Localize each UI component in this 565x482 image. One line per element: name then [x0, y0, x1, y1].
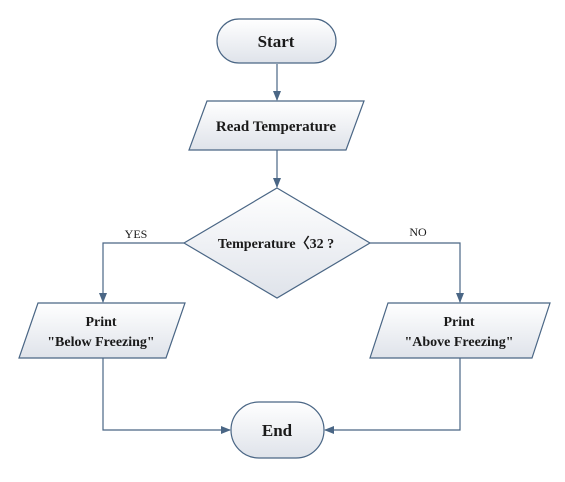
end-label: End [262, 421, 293, 440]
no-label: NO [409, 225, 427, 239]
print-above-line1: Print [443, 315, 474, 330]
start-node: Start [216, 18, 337, 64]
read-temperature-shape [188, 100, 365, 151]
edge-above-to-end [324, 358, 461, 434]
read-temperature-label: Read Temperature [216, 119, 336, 135]
start-terminator-shape [216, 18, 337, 64]
edge-decision-no [370, 242, 464, 303]
end-terminator-shape [230, 401, 325, 459]
edge-decision-yes [99, 242, 184, 303]
print-below-line1: Print [85, 315, 116, 330]
end-node: End [230, 401, 325, 459]
print-above-freezing-shape [369, 302, 551, 359]
print-below-line2: "Below Freezing" [47, 335, 154, 350]
yes-label: YES [125, 227, 148, 241]
decision-label: Temperature〈32 ? [218, 236, 334, 252]
read-temperature-node: Read Temperature [188, 100, 365, 151]
print-below-freezing-node: Print "Below Freezing" [18, 302, 186, 359]
edge-below-to-end [102, 358, 231, 434]
start-label: Start [258, 32, 295, 51]
decision-diamond-shape [182, 187, 372, 299]
decision-node: Temperature〈32 ? [182, 187, 372, 299]
print-above-line2: "Above Freezing" [405, 335, 514, 350]
edges [99, 64, 464, 434]
print-below-freezing-shape [18, 302, 186, 359]
print-above-freezing-node: Print "Above Freezing" [369, 302, 551, 359]
